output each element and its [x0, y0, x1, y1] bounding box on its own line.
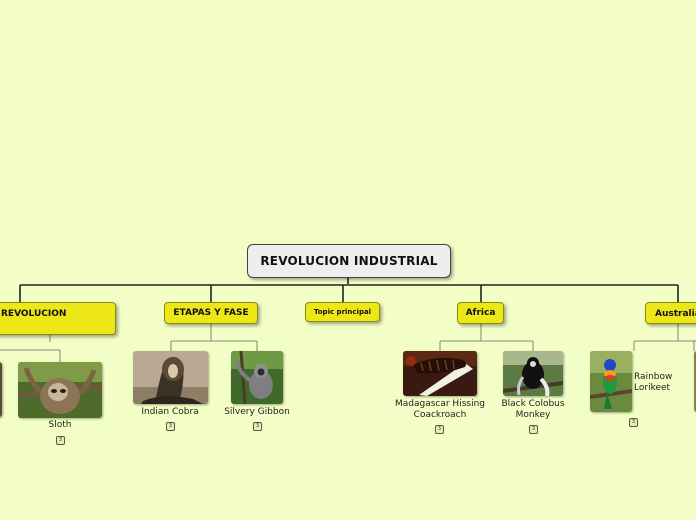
topic-africa[interactable]: Africa	[457, 302, 504, 324]
cobra-count-badge[interactable]: 3	[166, 422, 175, 431]
root-topic[interactable]: REVOLUCION INDUSTRIAL	[247, 244, 451, 278]
cropped-photo-right	[694, 351, 696, 412]
topic-principal[interactable]: Topic principal	[305, 302, 380, 322]
topic-etapas-y-fase[interactable]: ETAPAS Y FASE	[164, 302, 258, 324]
cropped-photo-left	[0, 362, 2, 417]
cockroach-count-badge[interactable]: 3	[435, 425, 444, 434]
topic-australia[interactable]: Australia	[645, 302, 696, 324]
cockroach-photo-icon[interactable]	[403, 351, 477, 396]
lorikeet-count-badge[interactable]: 3	[629, 418, 638, 427]
cobra-photo-icon[interactable]	[133, 351, 208, 404]
sloth-count-badge[interactable]: 3	[56, 436, 65, 445]
cockroach-label: Madagascar Hissing Coackroach	[394, 399, 485, 420]
gibbon-count-badge[interactable]: 3	[253, 422, 262, 431]
gibbon-label: Silvery Gibbon	[224, 407, 290, 417]
colobus-photo-icon[interactable]	[503, 351, 563, 396]
lorikeet-photo-icon[interactable]	[590, 351, 632, 412]
topic-revolucion[interactable]: REVOLUCION	[0, 302, 116, 335]
sloth-photo-icon[interactable]	[18, 362, 102, 418]
lorikeet-label: Rainbow Lorikeet	[634, 372, 673, 393]
colobus-label: Black Colobus Monkey	[501, 399, 565, 420]
gibbon-photo-icon[interactable]	[231, 351, 283, 404]
colobus-count-badge[interactable]: 3	[529, 425, 538, 434]
cobra-label: Indian Cobra	[141, 407, 199, 417]
sloth-label: Sloth	[48, 420, 72, 430]
